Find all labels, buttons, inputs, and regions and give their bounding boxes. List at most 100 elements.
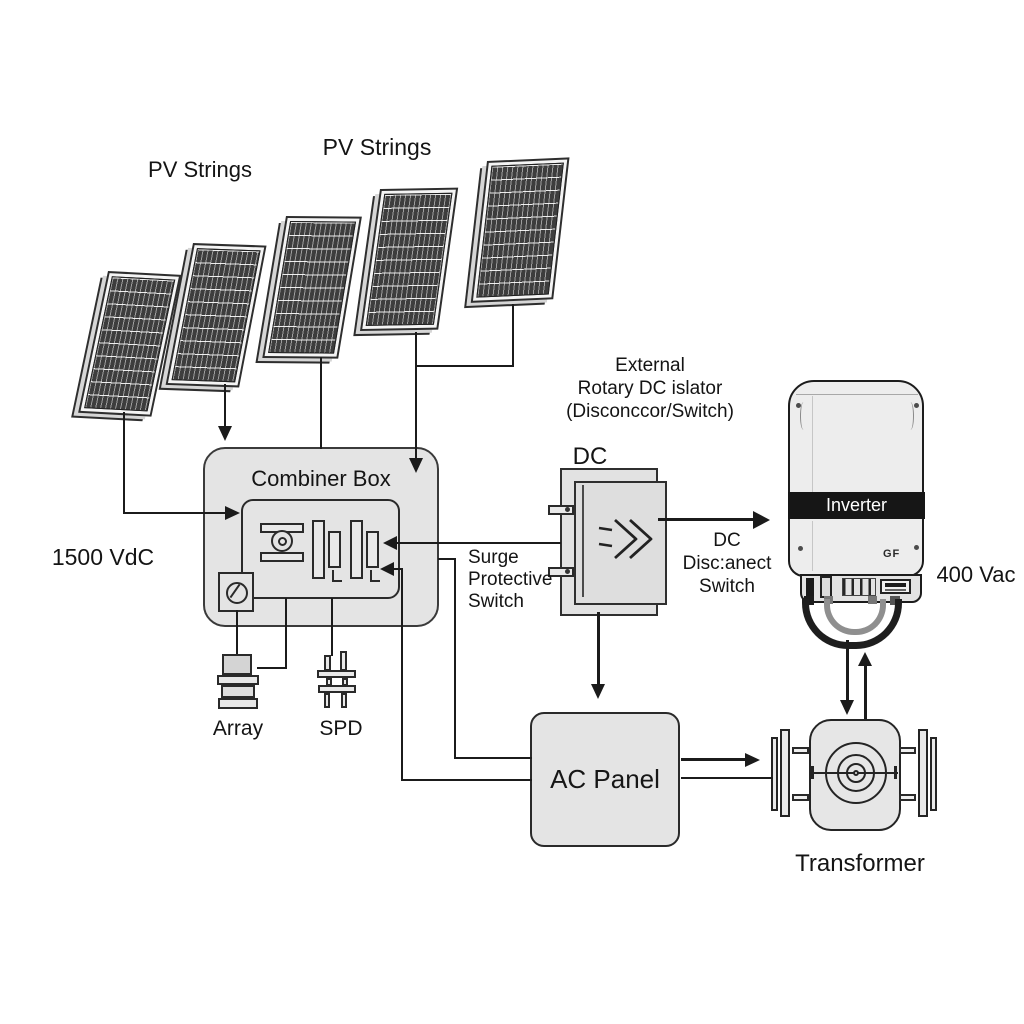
array-symbol-cap [222,654,252,675]
wire-acpanel-transformer-2 [681,777,773,779]
pv-panel-cells [171,248,261,383]
pv-panel-4 [359,187,459,331]
dc-isolator-terminal-top [548,505,574,515]
wire-string5-link [415,365,514,367]
combiner-box: Combiner Box [203,447,439,627]
dc-isolator-terminal-bottom [548,567,574,577]
array-symbol-body [221,685,255,698]
inverter-down-arrowhead [840,700,854,715]
wire-surge-return [393,568,403,570]
inverter-panel-seam-lower [812,521,813,571]
wire-isolator-to-acpanel [597,612,600,684]
wire-string2-drop [224,384,226,428]
ac-socket-bar2 [885,589,906,591]
spd-leg-left [324,693,330,708]
spd-post-right [340,651,347,671]
inverter-screw-tl [796,403,801,408]
inverter-panel-seam-upper [812,396,813,492]
spd-leg-right [341,693,347,708]
inverter-ac-socket [880,579,911,594]
isolator-caption-line1: External [615,355,685,376]
transformer-axle-tick-left [811,766,814,779]
wire-string1-drop [123,412,125,514]
dc-isolator-label: DC [572,443,608,470]
wire-string3-drop [320,357,322,449]
transformer-label: Transformer [795,850,925,877]
wire-surge-drop [401,568,403,781]
inverter-hinge-arc-right [907,402,914,430]
surge-caption-line2: Protective [468,569,553,590]
combiner-in-arrowhead [383,536,397,550]
wire-branch-drop [454,558,456,759]
fuse-holder-1a [312,520,325,579]
rotary-handle-icon [226,582,248,604]
spd-post-left [324,655,331,671]
dc-isolator-front [574,481,667,605]
inverter-body: Inverter GF [788,380,925,577]
pv-panel-cells [268,221,357,354]
ac-voltage-label: 400 Vac [936,562,1016,587]
double-chevron-right-icon [598,518,653,560]
inverter-screw-tr [914,403,919,408]
pv-panel-5 [470,157,570,303]
pv-panel-1 [78,271,182,417]
inverter-name-band: Inverter [788,492,925,519]
inverter-connector-dc2 [820,576,832,598]
fuse-holder-2-hook [370,570,380,582]
array-label: Array [212,717,264,740]
surge-caption-line3: Switch [468,591,524,612]
string4-arrowhead [409,458,423,473]
wire-to-spd [331,598,333,656]
pv-strings-label-left: PV Strings [148,157,252,182]
fuse-holder-1-hook [332,570,342,582]
dc-voltage-label: 1500 VdC [51,544,155,570]
transformer-flange-left-inner [780,729,790,817]
dc-terminal-screw-bottom [565,569,570,574]
transformer-axle-hub [853,770,859,776]
fuse-indicator-dot [278,537,287,546]
transformer-flange-right-outer [930,737,937,811]
inverter-connector-tray [800,574,922,603]
inverter-cable-inner [824,599,886,635]
wire-acpanel-to-transformer [681,758,745,761]
isolator-caption: External Rotary DC islator (Disconccor/S… [535,354,765,423]
transformer-flange-right-inner [918,729,928,817]
transformer-axle-tick-right [894,766,897,779]
ac-panel: AC Panel [530,712,680,847]
fuse-bar-bottom [260,552,304,562]
wire-isolator-to-combiner [396,542,561,544]
fuse-holder-1b [328,531,341,568]
rotary-switch [218,572,254,612]
inverter-hinge-arc-left [800,402,807,430]
inverter-vent-slats [842,578,876,596]
inverter-connector-dc1 [806,578,814,600]
transformer-stub-left-top [792,747,809,754]
ac-socket-bar1 [885,583,906,587]
wire-bus-drop [285,598,287,669]
wire-rotary-to-array [236,610,238,654]
spd-label: SPD [319,717,363,740]
inverter-brand-logo: GF [883,548,901,560]
transformer-stub-right-bottom [899,794,916,801]
pv-panel-cells [476,162,564,298]
isolator-caption-line2: Rotary DC islator [577,378,723,399]
wire-bus-to-array [257,667,287,669]
wire-isolator-to-inverter [658,518,754,521]
ac-panel-label: AC Panel [550,764,660,794]
surge-caption-line1: Surge [468,547,519,568]
dc-disconnect-line1: DC [713,530,741,551]
wire-combiner-branch [438,558,456,560]
inverter-screw-br [914,545,919,550]
inverter-label: Inverter [825,495,888,515]
transformer-up-arrowhead [858,652,872,666]
pv-panel-2 [165,243,267,388]
dc-disconnect-caption: DC Disc:anect Switch [658,529,796,598]
inverter-in-arrowhead [753,511,770,529]
inverter-screw-bl [798,546,803,551]
transformer-stub-left-bottom [792,794,809,801]
dc-isolator-door-line [582,485,584,597]
dc-terminal-screw-top [565,507,570,512]
pv-strings-label-right: PV Strings [322,134,432,160]
array-symbol-bar1 [217,675,259,685]
